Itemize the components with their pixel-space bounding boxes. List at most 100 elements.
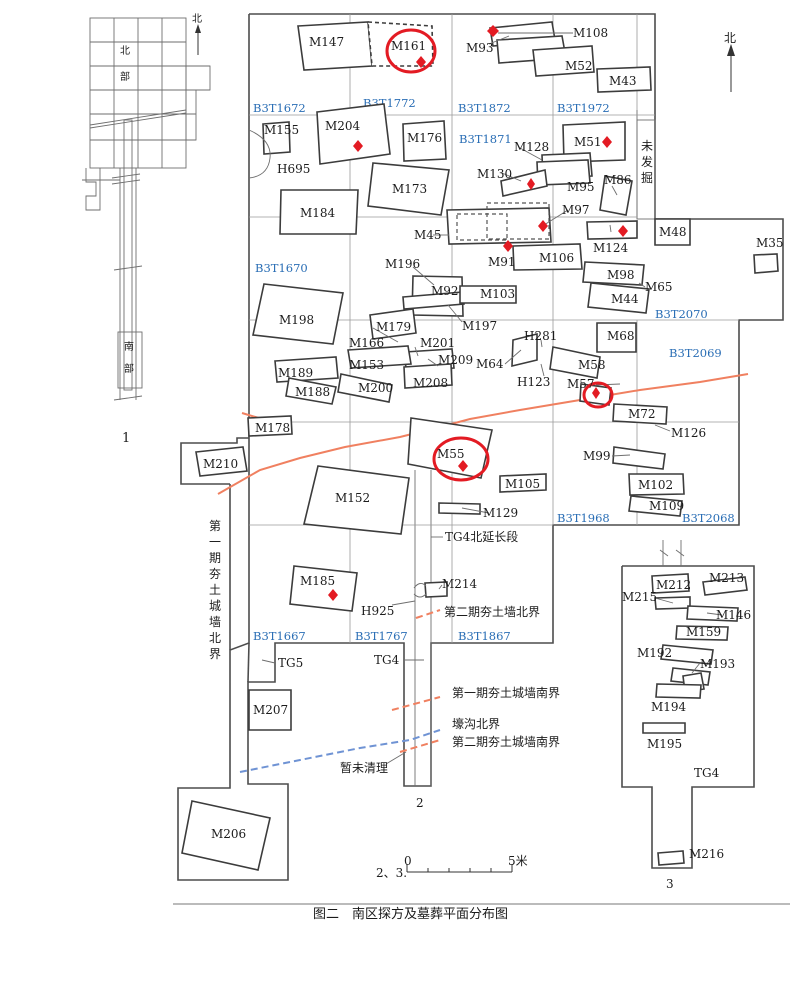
label-M206: M206 bbox=[211, 827, 246, 841]
label-M44: M44 bbox=[611, 292, 639, 306]
label-M215: M215 bbox=[622, 590, 657, 604]
label-M193: M193 bbox=[700, 657, 735, 671]
tg4-east-label: TG4 bbox=[694, 766, 720, 780]
marker-M91 bbox=[503, 240, 513, 252]
label-M109: M109 bbox=[649, 499, 684, 513]
label-M188: M188 bbox=[295, 385, 330, 399]
label-M92: M92 bbox=[431, 284, 459, 298]
label-M52: M52 bbox=[565, 59, 593, 73]
label-M192: M192 bbox=[637, 646, 672, 660]
label-M35: M35 bbox=[756, 236, 784, 250]
highlight-M57 bbox=[582, 381, 614, 409]
inset-number: 1 bbox=[122, 431, 130, 446]
wall1-north-char: 北 bbox=[209, 631, 221, 645]
label-M176: M176 bbox=[407, 131, 442, 145]
marker-M51 bbox=[602, 136, 612, 148]
wall2-north-label: 第二期夯土墙北界 bbox=[444, 605, 540, 619]
label-H925: H925 bbox=[361, 604, 394, 618]
grid-label-B3T1667: B3T1667 bbox=[253, 629, 306, 643]
uncleared-label: 暂未清理 bbox=[340, 761, 388, 775]
label-M161: M161 bbox=[391, 39, 426, 53]
wall1-north-char: 第 bbox=[209, 519, 221, 533]
grave-shapes bbox=[181, 21, 779, 871]
boundary-lines bbox=[217, 373, 749, 773]
grid-label-B3T2070: B3T2070 bbox=[655, 307, 708, 321]
unexcavated-char-3: 掘 bbox=[641, 170, 653, 185]
label-M179: M179 bbox=[376, 320, 411, 334]
marker-M55 bbox=[458, 460, 468, 472]
label-H695: H695 bbox=[277, 162, 310, 176]
label-M178: M178 bbox=[255, 421, 290, 435]
scale-start: 0 bbox=[404, 854, 412, 868]
label-M51: M51 bbox=[574, 135, 602, 149]
label-M48: M48 bbox=[659, 225, 687, 239]
marker-M97 bbox=[538, 220, 548, 232]
grid-label-B3T1767: B3T1767 bbox=[355, 629, 408, 643]
label-M106: M106 bbox=[539, 251, 574, 265]
profile-3-label: 3 bbox=[666, 877, 674, 891]
marker-M93 bbox=[487, 25, 499, 37]
grid-label-B3T1672: B3T1672 bbox=[253, 101, 306, 115]
label-M93: M93 bbox=[466, 41, 494, 55]
tg5-label: TG5 bbox=[278, 656, 303, 670]
red-markers bbox=[328, 25, 628, 601]
feature-labels: M147 M161 M93 M108 M52 M43 M155 M204 M17… bbox=[203, 26, 784, 861]
label-M45: M45 bbox=[414, 228, 442, 242]
label-M58: M58 bbox=[578, 358, 606, 372]
grid-label-B3T1670: B3T1670 bbox=[255, 261, 308, 275]
label-M124: M124 bbox=[593, 241, 629, 255]
wall1-north-char: 一 bbox=[209, 535, 221, 549]
grid-label-B3T1867: B3T1867 bbox=[458, 629, 511, 643]
label-M130: M130 bbox=[477, 167, 512, 181]
label-M146: M146 bbox=[716, 608, 751, 622]
label-M212: M212 bbox=[656, 578, 691, 592]
profile-2-label: 2 bbox=[416, 796, 424, 810]
label-M126: M126 bbox=[671, 426, 706, 440]
label-M185: M185 bbox=[300, 574, 335, 588]
label-M105: M105 bbox=[505, 477, 540, 491]
wall1-north-char: 夯 bbox=[209, 567, 221, 581]
label-M216: M216 bbox=[689, 847, 724, 861]
wall1-south-label: 第一期夯土城墙南界 bbox=[452, 685, 560, 700]
north-arrow: 北 bbox=[724, 31, 736, 92]
label-M86: M86 bbox=[604, 173, 632, 187]
unexcavated-label: 未 发 掘 bbox=[641, 139, 653, 185]
inset-north-area-1: 北 bbox=[120, 45, 130, 57]
marker-M185 bbox=[328, 589, 338, 601]
label-M194: M194 bbox=[651, 700, 687, 714]
unexcavated-char-1: 未 bbox=[641, 139, 653, 153]
label-M207: M207 bbox=[253, 703, 288, 717]
marker-M124 bbox=[618, 225, 628, 237]
highlight-circles bbox=[385, 28, 614, 482]
label-M55: M55 bbox=[437, 447, 465, 461]
inset-map: 北 北 部 南 部 1 bbox=[82, 13, 211, 446]
wall1-north-char: 土 bbox=[209, 583, 221, 597]
marker-M161 bbox=[416, 56, 426, 68]
label-M200: M200 bbox=[358, 381, 393, 395]
label-H123: H123 bbox=[517, 375, 550, 389]
label-M159: M159 bbox=[686, 625, 721, 639]
inset-south-area-1: 南 bbox=[124, 340, 134, 353]
marker-M57 bbox=[592, 387, 600, 399]
annotations: TG4北延长段 TG5 TG4 TG4 第二期夯土墙北界 第一期夯土城墙南界 壕… bbox=[278, 529, 720, 891]
label-M214: M214 bbox=[442, 577, 478, 591]
label-M103: M103 bbox=[480, 287, 515, 301]
grid-label-B3T1872: B3T1872 bbox=[458, 101, 511, 115]
label-M64: M64 bbox=[476, 357, 504, 371]
label-M208: M208 bbox=[413, 376, 448, 390]
label-M97: M97 bbox=[562, 203, 590, 217]
label-M95: M95 bbox=[567, 180, 595, 194]
wall1-north-char: 期 bbox=[209, 551, 221, 565]
grid-label-B3T2069: B3T2069 bbox=[669, 346, 722, 360]
label-M128: M128 bbox=[514, 140, 549, 154]
label-M197: M197 bbox=[462, 319, 497, 333]
label-M91: M91 bbox=[488, 255, 516, 269]
wall1-north-char: 城 bbox=[209, 599, 221, 613]
label-M166: M166 bbox=[349, 336, 384, 350]
label-M189: M189 bbox=[278, 366, 313, 380]
label-M65: M65 bbox=[645, 280, 673, 294]
label-M99: M99 bbox=[583, 449, 611, 463]
wall1-north-char: 墙 bbox=[209, 615, 221, 629]
